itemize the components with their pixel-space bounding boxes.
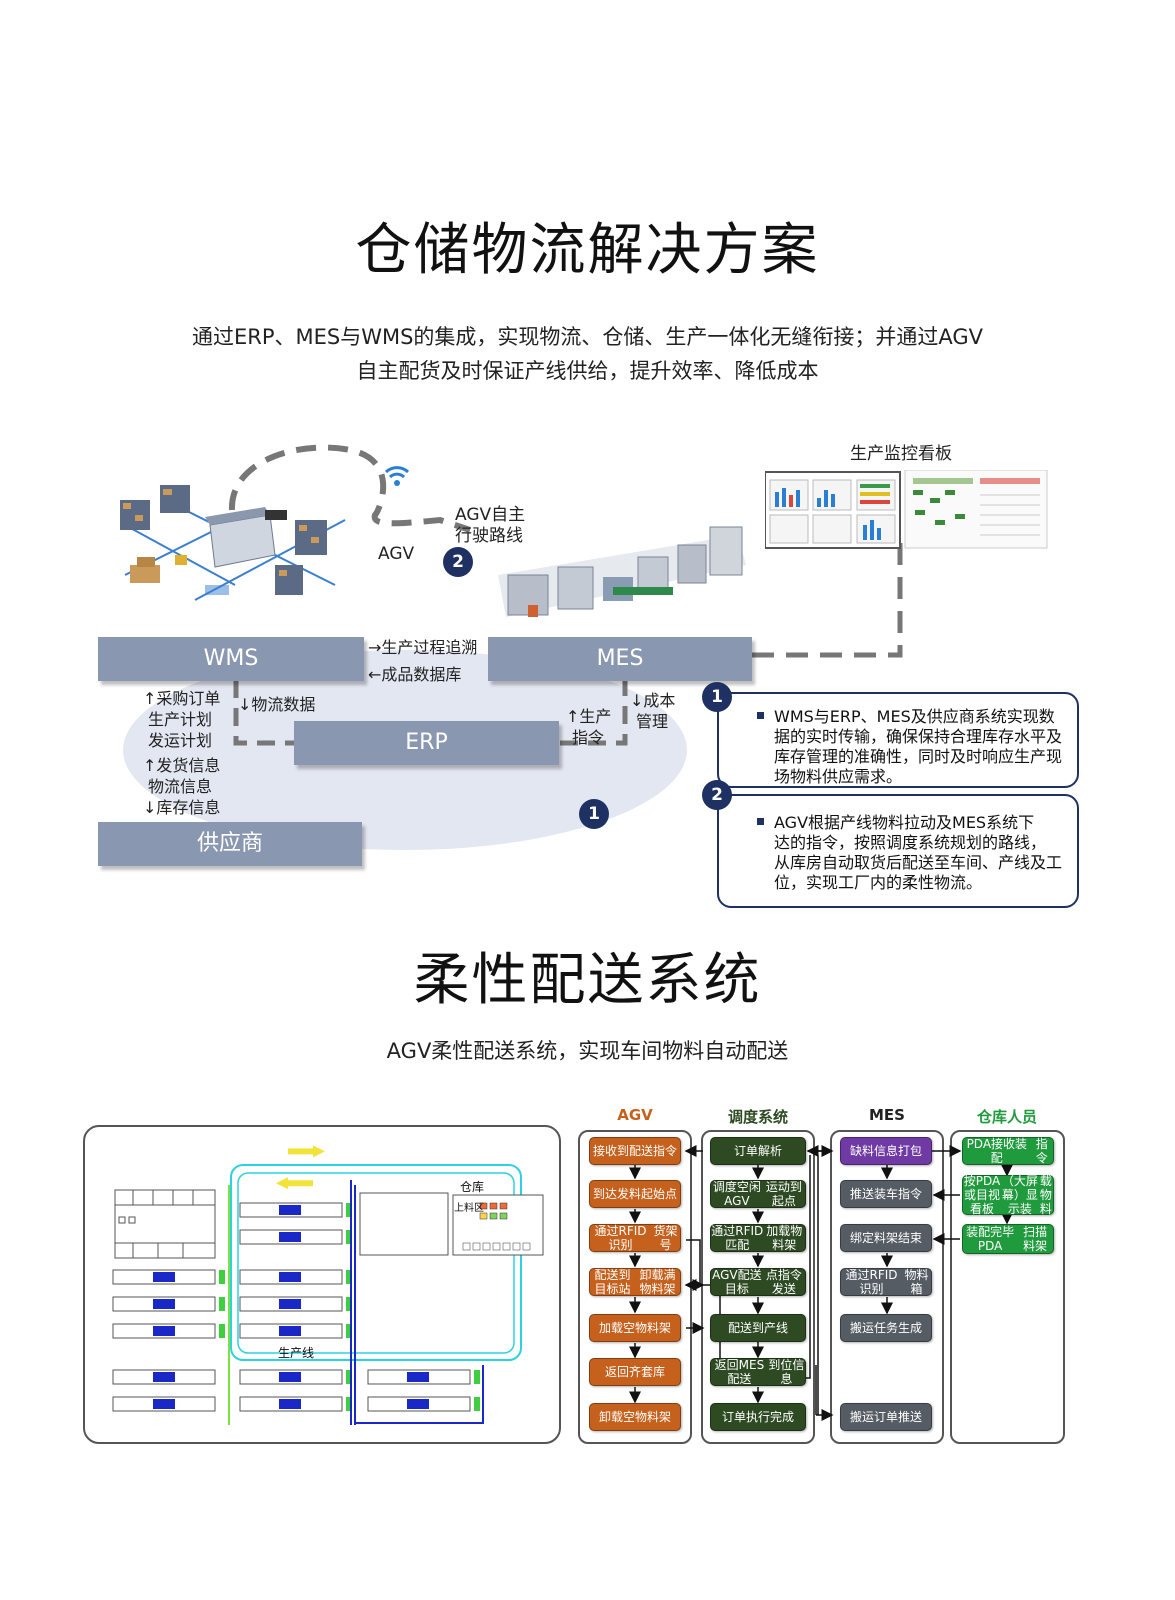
rack-icon [120,485,327,595]
mes-node-5: 搬运任务生成 [840,1314,932,1342]
sched-node-5: 配送到产线 [710,1314,806,1342]
supplier-box: 供应商 [98,822,362,866]
sched-node-7: 订单执行完成 [710,1403,806,1431]
sched-node-4: AGV配送目标点指令发送 [710,1268,806,1296]
agv-node-1: 接收到配送指令 [589,1137,681,1165]
info-box-2: AGV根据产线物料拉动及MES系统下 达的指令，按照调度系统规划的路线， 从库房… [717,794,1079,908]
workshop-layout-map [112,1145,544,1425]
warehouse-illustration [120,485,346,601]
wh-node-2: 按PDA或目视看板（大屏幕）显示装载物料 [962,1174,1054,1216]
wms-left-label-2: 生产计划 [148,710,213,729]
erp-mes-cost-label-2: 管理 [636,712,669,731]
forklift-icon [175,555,187,565]
badge-2-diagram: 2 [443,547,473,577]
col-head-agv: AGV [617,1106,653,1124]
info1-line-2: 据的实时传输，确保保持合理库存水平及 [774,727,1063,746]
supplier-label-1: ↑发货信息 [143,756,221,775]
boxes-icon [130,557,160,583]
mes-box: MES [488,637,752,681]
section2-subtitle: AGV柔性配送系统，实现车间物料自动配送 [386,1039,789,1063]
erp-mes-command-label-1: ↑生产 [566,707,612,726]
info2-line-4: 位，实现工厂内的柔性物流。 [774,873,983,892]
bullet-icon [757,712,764,719]
warehouse-label: 仓库 [460,1180,485,1194]
badge-2-info: 2 [702,780,732,810]
agv-node-5: 加载空物料架 [589,1314,681,1342]
agv-node-4: 配送到目标站卸载满物料架 [589,1268,681,1296]
erp-mes-command-label-2: 指令 [572,728,605,747]
agv-vehicle-icon [265,510,287,520]
section1-subtitle-line1: 通过ERP、MES与WMS的集成，实现物流、仓储、生产一体化无缝衔接；并通过AG… [191,325,984,349]
loading-area-label: 上料区 [454,1203,484,1214]
section2-title: 柔性配送系统 [413,948,762,1013]
wms-left-label-3: 发运计划 [148,731,213,750]
mes-node-2: 推送装车指令 [840,1180,932,1208]
col-head-warehouse-staff: 仓库人员 [976,1108,1037,1126]
col-head-scheduler: 调度系统 [727,1108,788,1126]
mes-node-6: 搬运订单推送 [840,1403,932,1431]
erp-mes-cost-label-1: ↓成本 [630,691,676,710]
dashboard-label: 生产监控看板 [850,444,952,464]
erp-mes-link [560,680,628,746]
agv-route-label-1: AGV自主 [455,505,526,525]
sched-node-6: 返回MES配送到位信息 [710,1358,806,1386]
wh-node-1: PDA接收装配指令 [962,1137,1054,1165]
supplier-label-3: ↓库存信息 [143,798,221,817]
mes-node-4: 通过RFID识别物料箱 [840,1268,932,1296]
info1-line-1: WMS与ERP、MES及供应商系统实现数 [774,707,1055,726]
agv-node-6: 返回齐套库 [589,1358,681,1386]
agv-route-label-2: 行驶路线 [455,526,523,546]
wms-erp-logistics-label: ↓物流数据 [238,695,316,714]
agv-node-2: 到达发料起始点 [589,1180,681,1208]
badge-1-info: 1 [702,682,732,712]
wms-box: WMS [98,637,364,681]
info-box-1: WMS与ERP、MES及供应商系统实现数 据的实时传输，确保保持合理库存水平及 … [717,692,1079,788]
agv-label: AGV [378,544,415,564]
wms-erp-link [233,680,295,746]
section1-title: 仓储物流解决方案 [355,218,820,283]
erp-box: ERP [294,721,559,765]
wms-mes-trace-label: →生产过程追溯 [368,638,478,657]
col-head-mes: MES [869,1106,905,1124]
mes-node-3: 绑定料架结束 [840,1224,932,1252]
factory-building-icon [205,507,276,568]
supplier-label-2: 物流信息 [148,777,213,796]
info2-line-3: 从库房自动取货后配送至车间、产线及工 [774,853,1063,872]
info2-line-2: 达的指令，按照调度系统规划的路线， [774,833,1047,852]
agv-node-3: 通过RFID识别货架号 [589,1224,681,1252]
dashboard-screens [765,470,1048,549]
wms-mes-product-db-label: ←成品数据库 [368,665,462,684]
wifi-icon [384,466,410,486]
info2-line-1: AGV根据产线物料拉动及MES系统下 [774,813,1035,832]
floor-pad [205,585,229,595]
wms-left-label-1: ↑采购订单 [143,689,221,708]
badge-1-diagram: 1 [579,799,609,829]
agv-node-7: 卸载空物料架 [589,1403,681,1431]
section1-subtitle-line2: 自主配货及时保证产线供给，提升效率、降低成本 [356,359,819,383]
mes-dashboard-link [752,540,903,658]
mes-node-1: 缺料信息打包 [840,1137,932,1165]
sched-node-1: 订单解析 [710,1137,806,1165]
bullet-icon [757,818,764,825]
production-line-illustration [498,526,746,617]
info1-line-4: 场物料供应需求。 [774,767,903,786]
sched-node-3: 通过RFID匹配加载物料架 [710,1224,806,1252]
production-line-label: 生产线 [278,1346,315,1360]
info1-line-3: 库存管理的准确性，同时及时响应生产现 [774,747,1063,766]
